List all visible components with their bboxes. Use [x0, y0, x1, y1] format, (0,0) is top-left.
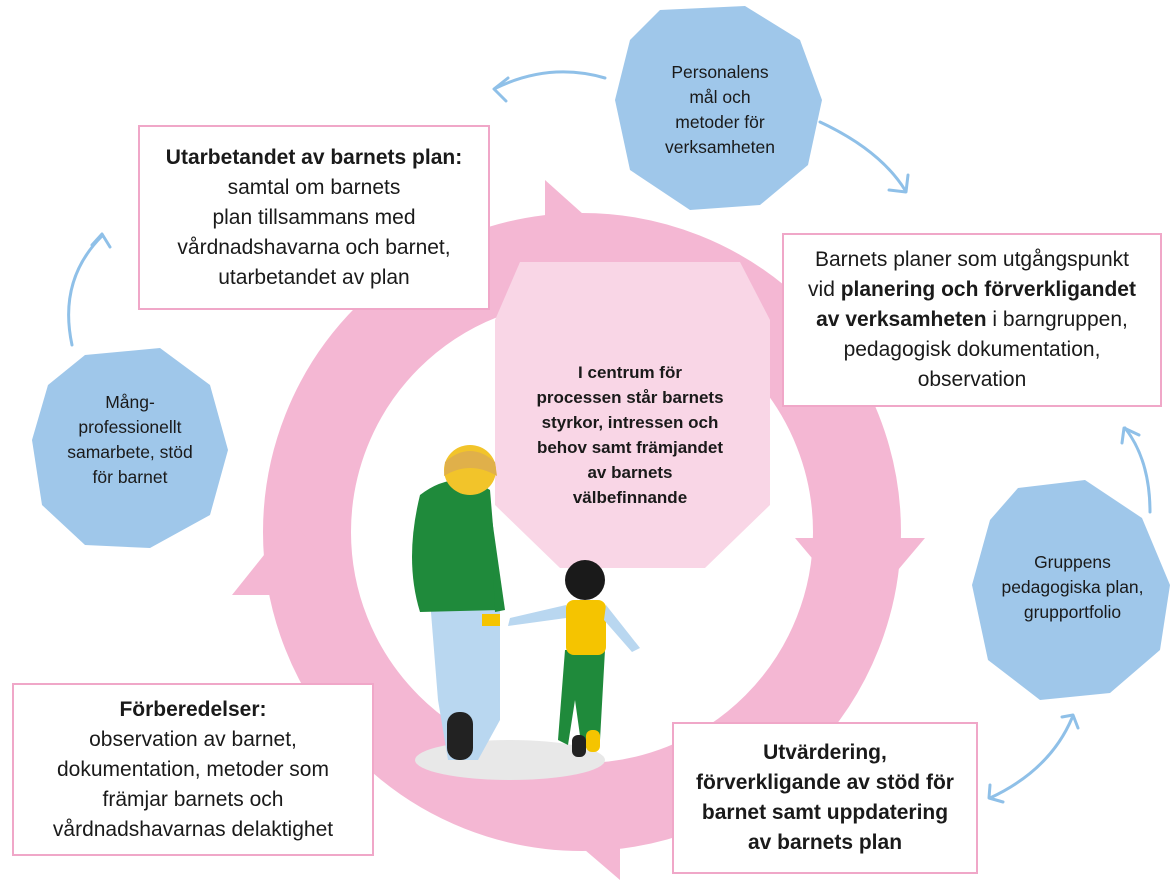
box-preparation: Förberedelser: observation av barnet, do… [12, 683, 374, 856]
box-planning-post: i barngruppen, [986, 308, 1128, 331]
curved-arrow-icon [1123, 426, 1152, 514]
arrowhead-icon [90, 232, 112, 249]
box-preparation-title: Förberedelser: [119, 697, 267, 721]
blob-staff [615, 6, 822, 210]
arrowhead-icon [887, 173, 910, 194]
box-planning-line5: observation [917, 368, 1027, 391]
box-plan-title: Utarbetandet av barnets plan: [165, 145, 463, 169]
arrowhead-icon [987, 783, 1005, 804]
box-planning-line4: pedagogisk dokumentation, [843, 338, 1101, 361]
box-preparation-text: observation av barnet, dokumentation, me… [52, 727, 334, 841]
cycle-arrowhead-right [795, 538, 925, 615]
box-plan-text: samtal om barnets plan tillsammans med v… [177, 175, 451, 289]
blob-staff-text: Personalens mål och metoder för verksamh… [665, 62, 775, 157]
box-planning-pre: vid [808, 278, 841, 301]
cycle-arrowhead-left [232, 520, 352, 595]
box-planning-bold2: av verksamheten [816, 308, 987, 331]
arrowhead-icon [1060, 713, 1080, 730]
curved-arrow-icon [494, 70, 607, 90]
curved-arrow-icon [818, 120, 907, 192]
blob-group-text: Gruppens pedagogiska plan, grupportfolio [1001, 552, 1144, 622]
box-plan: Utarbetandet av barnets plan: samtal om … [138, 125, 490, 310]
box-planning-line1: Barnets planer som utgångspunkt [814, 248, 1130, 271]
arrowhead-icon [492, 76, 510, 103]
center-text: I centrum för processen står barnets sty… [536, 363, 724, 507]
arrowhead-icon [1120, 426, 1141, 445]
box-planning: Barnets planer som utgångspunkt vid plan… [782, 233, 1162, 407]
curved-arrow-icon [67, 234, 104, 347]
blob-multi [32, 348, 228, 548]
center-shape [495, 262, 770, 568]
blob-multi-text: Mång- professionellt samarbete, stöd för… [67, 392, 193, 487]
adult-and-child-walking-illustration [412, 445, 640, 780]
box-evaluation-text: Utvärdering, förverkligande av stöd för … [696, 741, 954, 854]
blob-group [972, 480, 1170, 700]
cycle-arrowhead-bottom [550, 760, 620, 880]
box-evaluation: Utvärdering, förverkligande av stöd för … [672, 722, 978, 874]
curved-arrow-icon [988, 716, 1074, 800]
box-planning-bold1: planering och förverkligandet [840, 278, 1136, 301]
